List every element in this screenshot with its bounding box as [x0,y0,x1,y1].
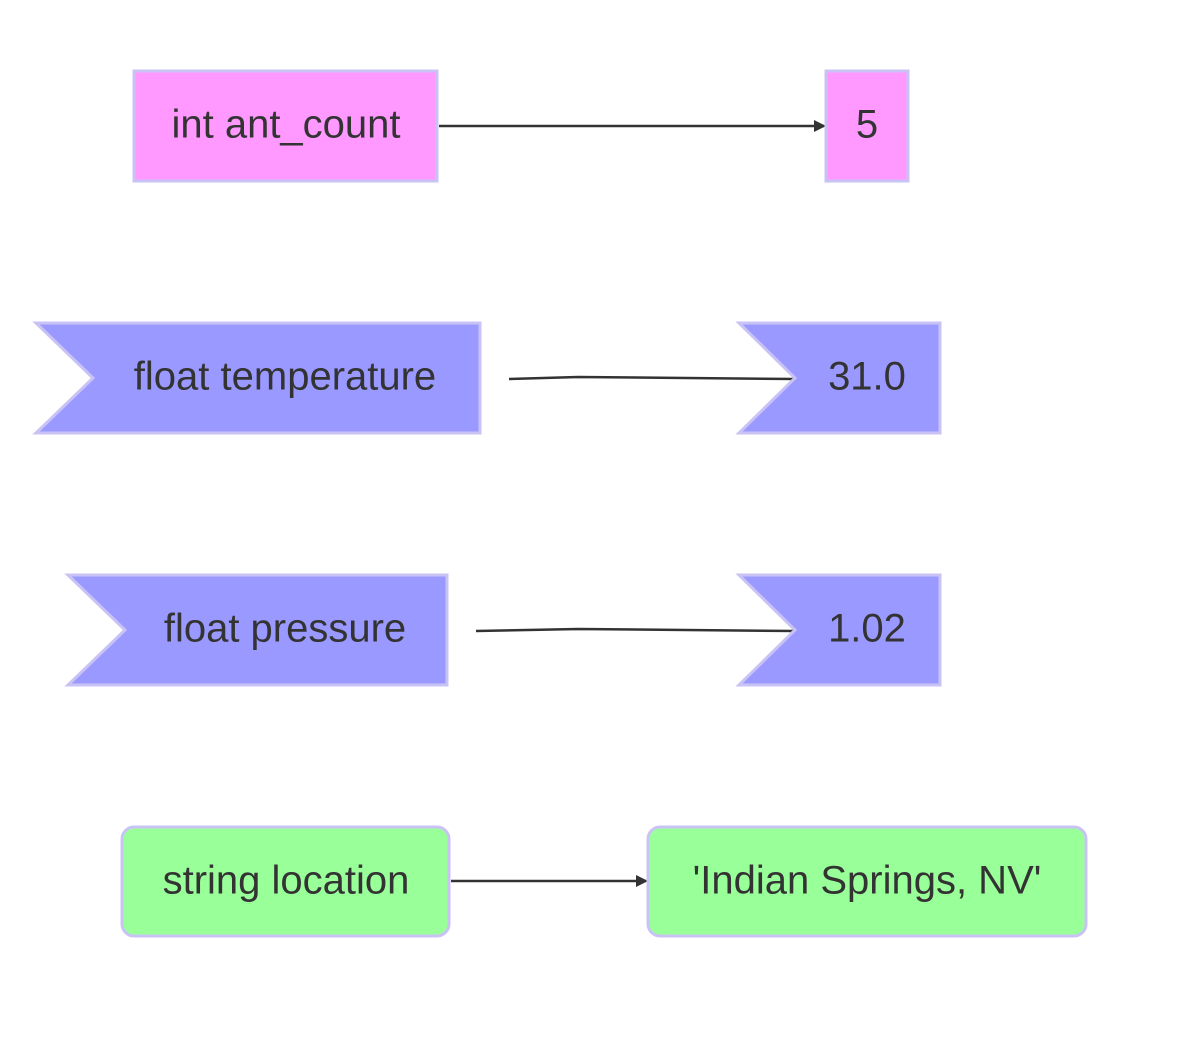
node-value-31-label: 31.0 [828,355,906,399]
edge-temperature [508,375,796,381]
node-string-location [120,825,451,938]
node-int-ant-count-label: int ant_count [171,103,400,147]
node-value-5 [824,69,910,183]
row-pressure: float pressure 1.02 [64,573,942,687]
node-float-temperature-label: float temperature [134,355,436,399]
node-value-31 [735,321,942,435]
node-value-1-02 [735,573,942,687]
node-int-ant-count [132,69,439,183]
node-value-1-02-label: 1.02 [828,607,906,651]
node-float-pressure-label: float pressure [164,607,406,651]
edge-pressure [475,627,796,633]
node-float-pressure [64,573,449,687]
row-location: string location 'Indian Springs, NV' [120,825,1088,938]
node-value-indian-springs-label: 'Indian Springs, NV' [693,859,1042,903]
node-float-temperature [32,321,482,435]
node-value-indian-springs [646,825,1088,938]
row-ant-count: int ant_count 5 [132,69,910,183]
node-value-5-label: 5 [856,103,878,147]
row-temperature: float temperature 31.0 [32,321,942,435]
node-string-location-label: string location [163,859,410,903]
